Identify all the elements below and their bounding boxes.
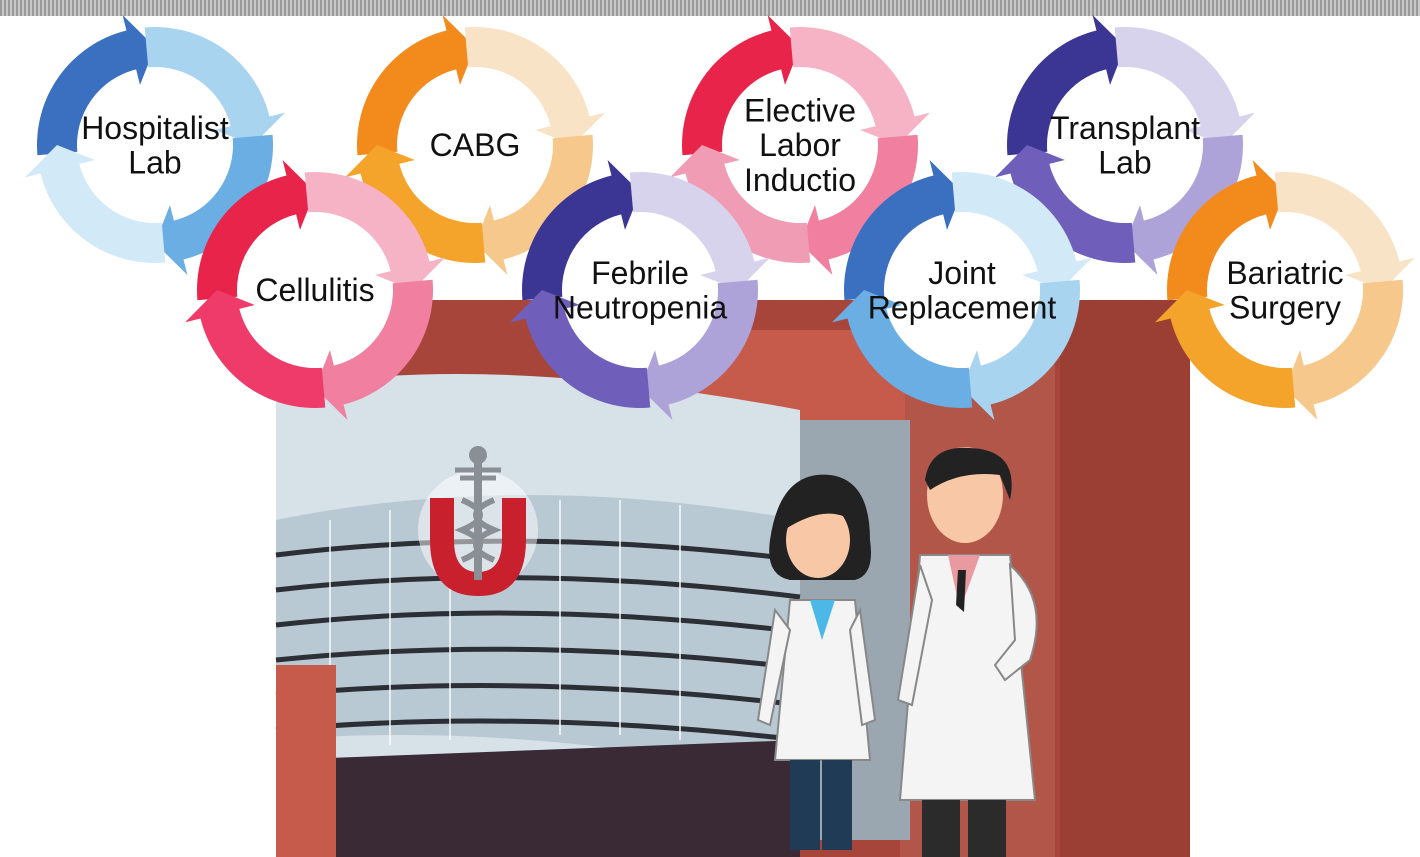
- cycle-label-line: Cellulitis: [255, 272, 374, 308]
- cycle-label-line: Transplant: [1050, 110, 1200, 146]
- cycle-arrow-segment: [184, 290, 326, 408]
- cycle-cellulitis: Cellulitis: [184, 159, 446, 421]
- cycle-arrow-segment: [464, 27, 606, 145]
- cycle-arrow-segment: [831, 290, 973, 408]
- cycle-cabg: CABG: [344, 14, 606, 276]
- cycle-arrow-segment: [789, 27, 931, 145]
- cycle-label-line: CABG: [430, 127, 521, 163]
- cycle-center: [720, 65, 880, 225]
- cycle-arrow-segment: [1114, 26, 1256, 146]
- cycle-center: [882, 210, 1042, 370]
- cycle-arrow-segment: [155, 134, 273, 276]
- cycle-arrow-segment: [951, 172, 1093, 290]
- cycle-center: [560, 210, 720, 370]
- cycle-label-line: Lab: [128, 144, 181, 180]
- cycle-label-line: Surgery: [1229, 289, 1341, 325]
- cycle-arrow-segment: [315, 279, 433, 421]
- cycle-arrow-segment: [1285, 279, 1403, 421]
- cycle-arrow-segment: [24, 145, 166, 263]
- cycle-center: [75, 65, 235, 225]
- cycle-arrow-segment: [522, 159, 640, 301]
- cycle-arrow-segment: [144, 27, 286, 145]
- cycle-arrow-segment: [344, 145, 486, 263]
- cycle-center: [1045, 65, 1205, 225]
- cycle-label-line: Bariatric: [1226, 255, 1343, 291]
- cycle-label-line: Febrile: [591, 255, 689, 291]
- cycle-arrow-segment: [1154, 290, 1296, 408]
- cycle-arrow-segment: [844, 159, 962, 301]
- cycle-arrow-segment: [509, 290, 651, 408]
- cycle-label-line: Joint: [928, 255, 996, 291]
- cycle-arrow-segment: [1007, 14, 1125, 156]
- cycle-label-line: Hospitalist: [81, 110, 229, 146]
- cycle-arrow-segment: [1274, 171, 1416, 290]
- cycle-arrow-segment: [475, 134, 593, 276]
- cycle-label-line: Neutropenia: [553, 289, 728, 325]
- cycle-arrow-segment: [994, 145, 1136, 263]
- cycle-arrow-segment: [629, 172, 771, 290]
- male-doctor-figure: [896, 447, 1038, 857]
- cycle-label-line: Elective: [744, 93, 856, 129]
- top-texture-bar: [0, 0, 1420, 16]
- cycle-arrow-segment: [36, 14, 155, 156]
- cycle-center: [1205, 210, 1365, 370]
- hospital-logo: [418, 446, 538, 596]
- cycle-label-line: Inductio: [744, 162, 856, 198]
- cycle-arrow-segment: [640, 279, 758, 421]
- cycle-arrow-segment: [196, 159, 315, 301]
- cycle-arrow-segment: [669, 145, 811, 263]
- cycle-arrow-segment: [304, 171, 446, 290]
- female-doctor-figure: [756, 474, 877, 850]
- cycle-label-line: Replacement: [868, 289, 1057, 325]
- cycle-arrow-segment: [800, 134, 918, 276]
- cycle-center: [395, 65, 555, 225]
- cycle-arrow-segment: [1166, 159, 1285, 301]
- cycle-arrow-segment: [962, 279, 1080, 421]
- hospital-illustration: [275, 300, 1190, 857]
- cycle-arrow-segment: [357, 14, 475, 156]
- cycle-arrow-segment: [1125, 134, 1243, 276]
- cycle-center: [235, 210, 395, 370]
- cycle-label-line: Labor: [759, 127, 841, 163]
- cycle-label-line: Lab: [1098, 144, 1151, 180]
- cycle-arrow-segment: [682, 14, 800, 156]
